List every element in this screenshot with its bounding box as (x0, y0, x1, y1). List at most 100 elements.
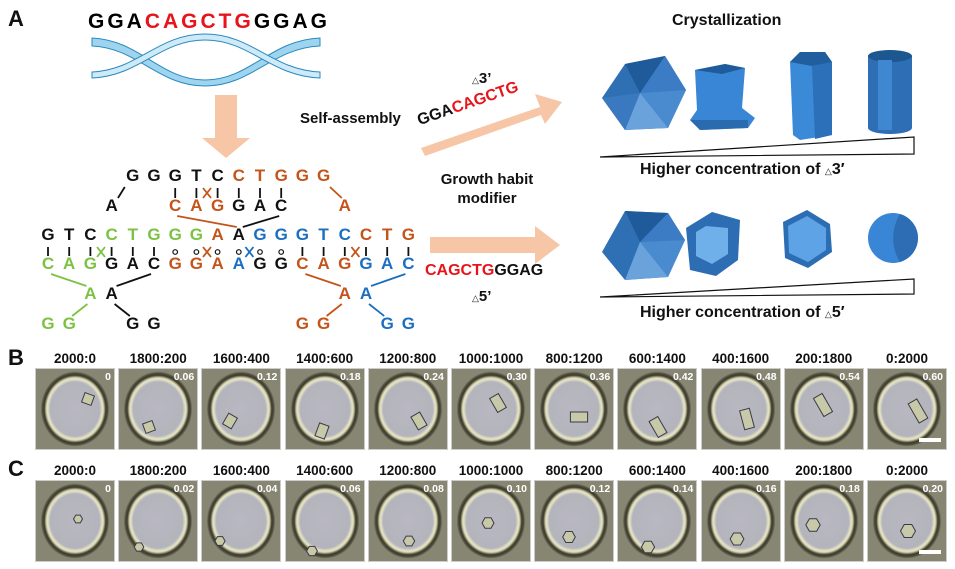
crystal-icon (80, 391, 96, 407)
nucleotide-segment: GG (41, 314, 75, 333)
modifier-ratio-value: 0.20 (922, 483, 943, 495)
bond-line (368, 303, 385, 317)
delta5-label: △5’ (472, 288, 491, 305)
micrograph-well: 0.16 (700, 480, 781, 562)
micrograph-well: 0.30 (451, 368, 531, 450)
wobble-pair-mark (193, 249, 200, 255)
micrograph-well: 0.12 (201, 368, 282, 450)
nucleotide-segment: GTC (41, 225, 96, 244)
micrograph-well: 0.54 (783, 368, 864, 450)
micrograph-well: 0.10 (451, 480, 531, 562)
micrograph-well: 0.02 (118, 480, 199, 562)
crystal-icon (805, 518, 821, 532)
delta-icon: △ (824, 309, 832, 319)
panel-label-c: C (8, 456, 24, 481)
crossover-mark (202, 246, 212, 258)
ratio-label: 800:1200 (545, 463, 603, 478)
modifier-ratio-value: 0 (105, 483, 111, 495)
micrograph-well: 0 (35, 480, 115, 562)
micrograph-well: 0.24 (367, 368, 448, 450)
ratio-label: 1200:800 (379, 351, 437, 366)
ratio-label: 2000:0 (53, 351, 97, 366)
concentration-wedge-3 (599, 136, 915, 158)
ratio-label: 0:2000 (885, 463, 929, 478)
nucleotide-segment: GGGTC (126, 166, 224, 185)
ratio-label: 1800:200 (129, 351, 187, 366)
modifier-ratio-value: 0 (105, 371, 111, 383)
nucleotide-segment: CAG (296, 254, 351, 273)
nucleotide-segment: CTGGG (233, 166, 331, 185)
higher-concentration-5-label: Higher concentration of △5′ (640, 304, 845, 322)
crossover-mark (96, 246, 106, 258)
micrograph-well: 0 (35, 368, 115, 450)
crystal-icon (410, 411, 428, 431)
crystal-icon (402, 535, 416, 547)
delta-icon: △ (472, 293, 479, 303)
nucleotide-segment: GG (126, 314, 160, 333)
crystal-icon (899, 524, 917, 538)
nucleotide-segment: GG (381, 314, 415, 333)
ratio-label: 1600:400 (212, 351, 270, 366)
bond-line (177, 215, 237, 228)
ratio-label: 2000:0 (53, 463, 97, 478)
modifier-ratio-value: 0.36 (589, 371, 611, 383)
higher-conc-text: Higher concentration of (640, 161, 825, 178)
delta5-sequence: CAGCTGGGAG (425, 262, 543, 280)
crystal-icon (305, 545, 318, 557)
delta-icon: △ (824, 166, 832, 176)
delta3-label: △3’ (472, 70, 491, 87)
modifier-ratio-value: 0.08 (423, 483, 444, 495)
delta5-seq-red: CAGCTG (425, 262, 495, 279)
nucleotide-segment: GGGTC (253, 225, 351, 244)
delta5-arrow (430, 226, 560, 264)
crystal-sphere-icon (868, 213, 918, 263)
nucleotide-segment: GG (296, 314, 330, 333)
growth-habit-line1: Growth habit (440, 171, 534, 188)
ratio-label: 1200:800 (379, 463, 437, 478)
micrograph-well: 0.36 (534, 368, 615, 450)
crystal-icon (648, 415, 669, 439)
crystal-icon (72, 514, 84, 524)
nucleotide-segment: CAG (42, 254, 97, 273)
ratio-label: 1400:600 (296, 463, 354, 478)
crystal-icon (313, 422, 330, 440)
ratio-label: 1400:600 (296, 351, 354, 366)
seq-middle: CAGCTG (144, 10, 254, 33)
modifier-ratio-value: 0.54 (839, 371, 860, 383)
crystal-icon (214, 536, 227, 546)
nucleotide-segment: CTG (360, 225, 415, 244)
delta3-text: 3’ (478, 70, 492, 87)
nucleotide-segment: CAG (169, 196, 224, 215)
bond-line (305, 273, 342, 287)
wobble-pair-mark (214, 249, 221, 255)
micrograph-well: 0.18 (284, 368, 365, 450)
modifier-ratio-value: 0.24 (423, 371, 444, 383)
ratio-label: 1600:400 (212, 463, 270, 478)
ratio-label: 1800:200 (129, 463, 187, 478)
concentration-wedge-5 (599, 278, 915, 298)
crystal-flared-prism-icon (690, 64, 755, 130)
panel-label-b: B (8, 345, 24, 370)
bond-line (50, 273, 87, 287)
crystal-icon (562, 531, 577, 543)
wobble-pair-mark (172, 249, 179, 255)
nucleotide-segment: CTGGG (105, 225, 203, 244)
nucleotide-segment: GG (253, 254, 287, 273)
micrograph-well: 0.08 (367, 480, 448, 562)
nucleotide-segment: GAC (105, 254, 160, 273)
micrograph-well: 0.06 (118, 368, 199, 450)
micrograph-well: 0.42 (617, 368, 698, 450)
nucleotide-segment: A (360, 284, 372, 303)
micrograph-well: 0.14 (617, 480, 698, 562)
self-assembly-label: Self-assembly (300, 110, 401, 127)
crossover-mark (202, 187, 212, 199)
delta5-seq-black: GGAG (494, 262, 544, 279)
modifier-ratio-value: 0.30 (506, 371, 527, 383)
micrograph-well: 0.48 (700, 368, 781, 450)
modifier-ratio-value: 0.12 (256, 371, 278, 383)
crystal-hexagonal-prism-icon (790, 52, 832, 140)
crystal-icon (133, 542, 145, 552)
structure-bonds (47, 186, 410, 317)
crystal-icon (729, 532, 745, 546)
